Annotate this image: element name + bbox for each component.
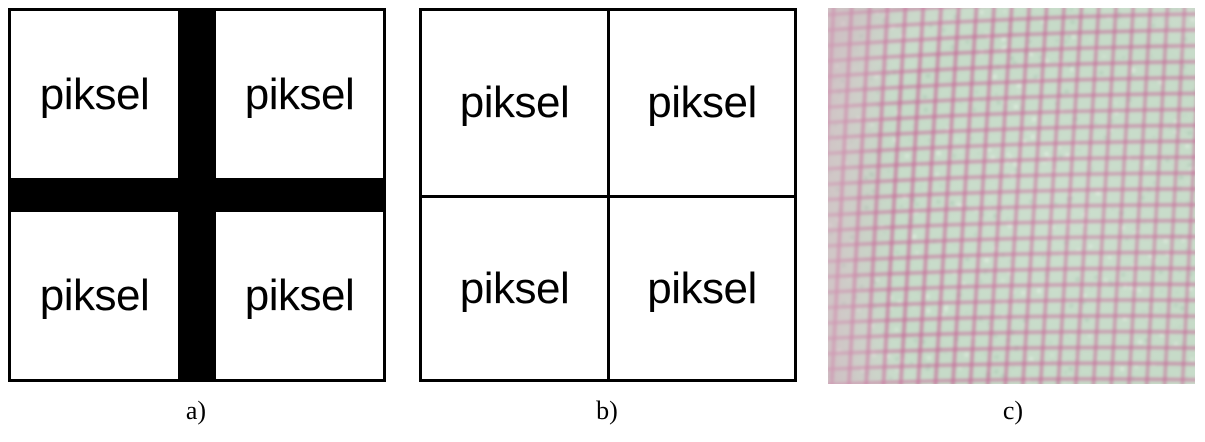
pixel-cell: piksel (11, 212, 178, 379)
caption-b: b) (596, 396, 618, 425)
screen-macro-photo (828, 8, 1195, 384)
pixel-grid-thick-gap: piksel piksel piksel piksel (8, 8, 386, 382)
pixel-cell: piksel (11, 11, 178, 178)
caption-a: a) (185, 396, 207, 425)
pixel-cell: piksel (610, 11, 794, 195)
pixel-cell: piksel (422, 11, 607, 195)
pixel-grid-thin-gap: piksel piksel piksel piksel (419, 8, 797, 382)
pixel-cell: piksel (422, 198, 607, 379)
pixel-cell: piksel (610, 198, 794, 379)
caption-c: c) (1002, 396, 1024, 425)
pixel-cell: piksel (216, 212, 383, 379)
pixel-cell: piksel (216, 11, 383, 178)
